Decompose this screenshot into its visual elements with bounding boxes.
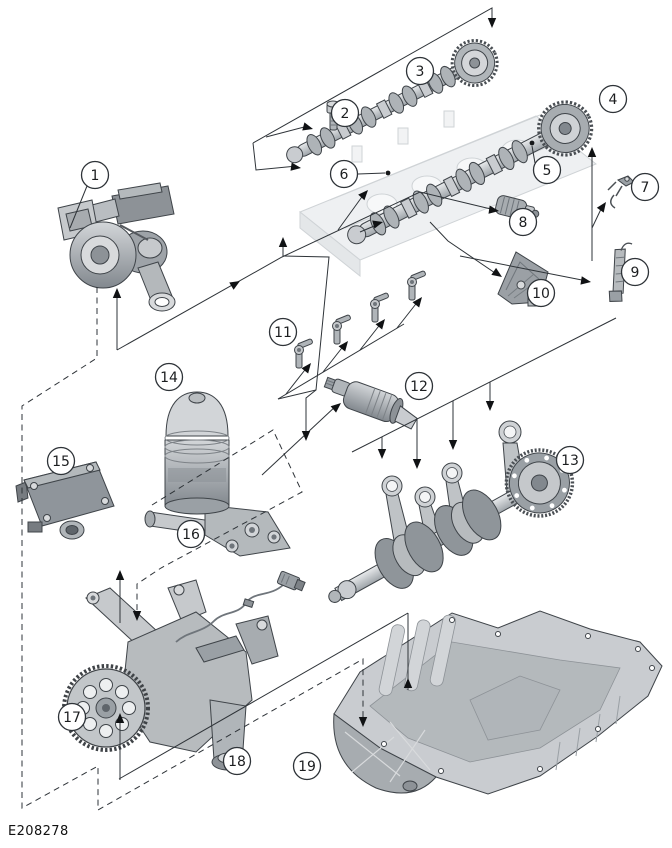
callout-number: 13 — [561, 453, 579, 469]
callout-filter-bracket: 16 — [176, 519, 206, 549]
callout-crankshaft: 13 — [555, 445, 585, 475]
callout-number: 11 — [274, 325, 292, 341]
part-oil-level-sensor — [175, 570, 306, 643]
part-camshaft-upper — [286, 39, 499, 164]
callout-number: 15 — [52, 454, 70, 470]
callout-camshaft-sprocket: 4 — [598, 84, 628, 114]
callout-number: 14 — [160, 370, 178, 386]
part-solenoid — [323, 376, 418, 430]
part-oil-jets — [294, 270, 426, 369]
callout-valve-plug: 8 — [508, 207, 538, 237]
part-crankshaft — [328, 420, 575, 603]
callout-number: 18 — [228, 754, 246, 770]
callout-number: 4 — [609, 92, 618, 108]
callout-number: 1 — [91, 168, 100, 184]
part-oil-cooler — [15, 461, 115, 540]
callout-retaining-clip: 7 — [630, 172, 660, 202]
callout-camshaft-lower: 5 — [532, 155, 562, 185]
callout-number: 2 — [341, 106, 350, 122]
callout-number: 16 — [182, 527, 200, 543]
leader-lines — [21, 7, 617, 811]
part-oil-filter-module — [144, 391, 291, 557]
callout-number: 17 — [63, 710, 81, 726]
callout-oil-filter-module: 14 — [154, 362, 184, 392]
callout-support-bracket: 9 — [620, 257, 650, 287]
part-retaining-clip — [607, 175, 635, 209]
callout-number: 7 — [641, 180, 650, 196]
callout-oil-level-sensor: 18 — [222, 746, 252, 776]
callout-number: 10 — [532, 286, 550, 302]
part-support-bracket — [608, 242, 633, 302]
callout-number: 6 — [340, 167, 349, 183]
callout-mounting-stud: 2 — [330, 98, 360, 128]
callout-oil-jets: 11 — [268, 317, 298, 347]
callout-number: 5 — [543, 163, 552, 179]
callout-camshaft-upper: 3 — [405, 56, 435, 86]
callout-number: 19 — [298, 759, 316, 775]
callout-turbocharger: 1 — [80, 160, 110, 190]
callout-number: 12 — [410, 379, 428, 395]
callout-lifting-bracket: 10 — [526, 278, 556, 308]
callout-oil-cooler: 15 — [46, 446, 76, 476]
callout-oil-pump: 17 — [57, 702, 87, 732]
callout-number: 3 — [416, 64, 425, 80]
part-oil-pump — [62, 579, 279, 771]
figure-id-label: E208278 — [8, 824, 69, 839]
callout-solenoid: 12 — [404, 371, 434, 401]
callout-oil-pan: 19 — [292, 751, 322, 781]
callout-number: 8 — [519, 215, 528, 231]
callout-cylinder-head: 6 — [329, 159, 359, 189]
part-oil-pan — [333, 610, 663, 795]
callout-number: 9 — [631, 265, 640, 281]
